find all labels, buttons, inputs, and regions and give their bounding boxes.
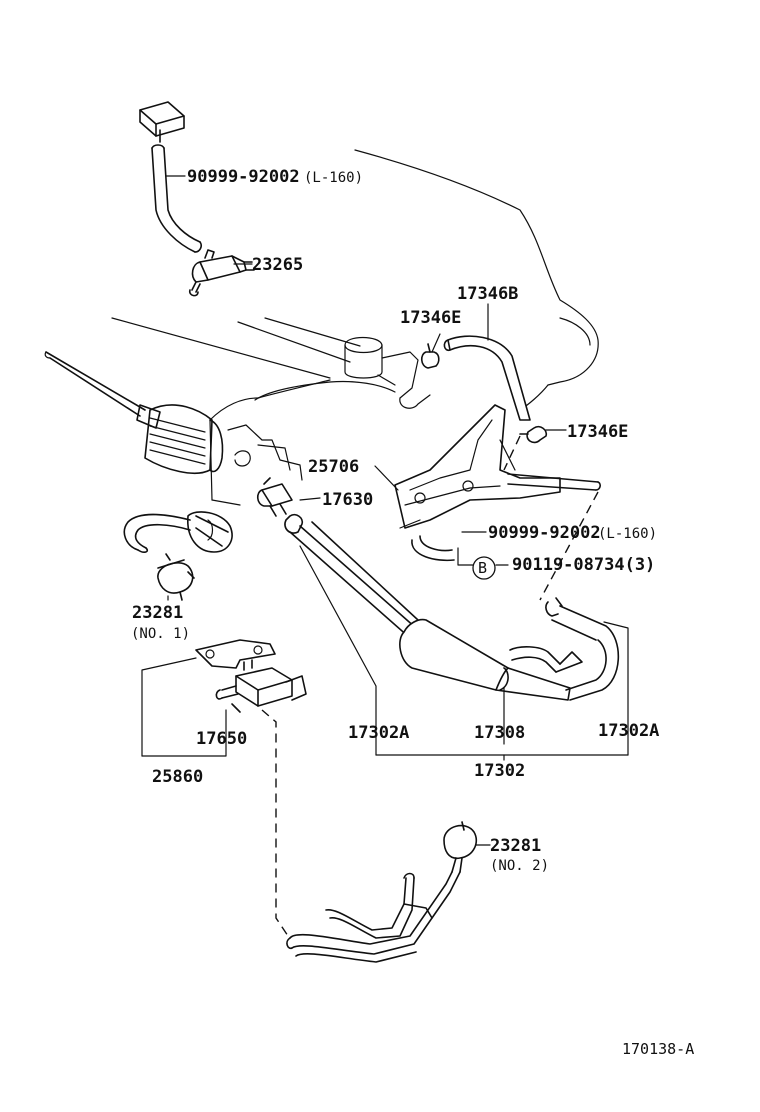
b-marker-circle — [472, 556, 496, 580]
filter-23265 — [188, 249, 255, 297]
part-label-17302a-left: 17302A — [348, 723, 409, 743]
bracket-25860 — [195, 639, 276, 669]
vacuum-tank-23281-no2 — [443, 821, 478, 873]
bracket-25706 — [394, 404, 601, 529]
clamp-17346e-right — [519, 425, 548, 444]
hose-90999-92002-top — [151, 144, 202, 253]
part-label-23265: 23265 — [252, 255, 303, 275]
part-label-17346e-top: 17346E — [400, 308, 461, 328]
part-label-23281-no1: 23281 — [132, 603, 183, 623]
engine-outline — [111, 149, 599, 506]
part-label-17650: 17650 — [196, 729, 247, 749]
vacuum-tank-23281-no1 — [157, 553, 195, 601]
part-label-l160-mid: (L-160) — [598, 526, 657, 542]
part-label-90999-92002-mid: 90999-92002 — [488, 523, 601, 543]
part-label-l160-top: (L-160) — [304, 170, 363, 186]
part-label-17346b: 17346B — [457, 284, 518, 304]
part-label-17302: 17302 — [474, 761, 525, 781]
hose-assy-17302 — [289, 521, 620, 701]
part-label-25860: 25860 — [152, 767, 203, 787]
part-label-17346e-right: 17346E — [567, 422, 628, 442]
dashed-link-bracket — [503, 435, 521, 471]
part-label-25706: 25706 — [308, 457, 359, 477]
throttle-cable — [44, 351, 161, 429]
hose-90999-92002-mid — [411, 535, 455, 562]
part-label-17630: 17630 — [322, 490, 373, 510]
dashed-link-vsv — [261, 709, 289, 937]
b-marker-letter: B — [478, 559, 487, 577]
part-label-17302a-right: 17302A — [598, 721, 659, 741]
leader-lines — [141, 175, 629, 846]
part-label-no1: (NO. 1) — [131, 626, 190, 642]
vsv-17650 — [215, 659, 307, 713]
charcoal-canister — [144, 404, 224, 474]
grommet — [187, 511, 233, 553]
vacuum-cap — [139, 101, 185, 143]
figure-id: 170138-A — [622, 1040, 694, 1058]
vacuum-pipes-bottom — [286, 871, 461, 963]
part-label-17308: 17308 — [474, 723, 525, 743]
dashed-link-clamp — [539, 491, 599, 601]
vsv-17630 — [256, 477, 304, 534]
hose-17346b — [443, 335, 531, 421]
part-label-90999-92002-top: 90999-92002 — [187, 167, 300, 187]
clamp-17346e-top — [420, 343, 440, 369]
hose-to-23281-no1 — [123, 513, 191, 553]
part-label-23281-no2: 23281 — [490, 836, 541, 856]
part-label-no2: (NO. 2) — [490, 858, 549, 874]
part-label-90119-08734: 90119-08734(3) — [512, 555, 655, 575]
